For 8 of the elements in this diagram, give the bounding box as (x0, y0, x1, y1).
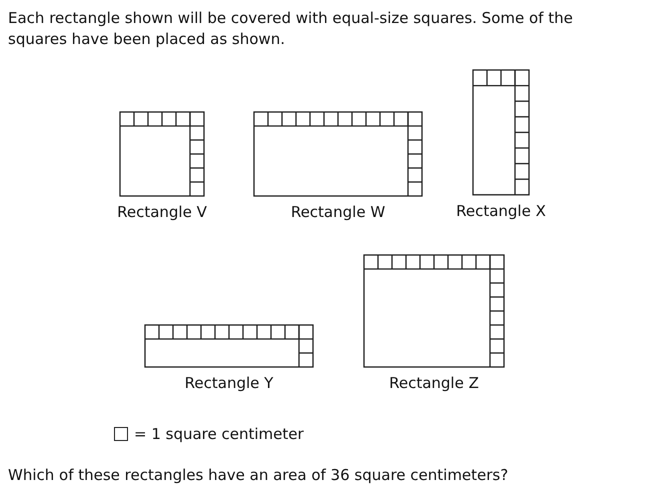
legend-text: = 1 square centimeter (134, 425, 304, 443)
rectangle-label: Rectangle Z (389, 374, 479, 392)
question-text: Which of these rectangles have an area of 36 square centimeters? (8, 466, 510, 484)
rectangle-label: Rectangle V (117, 203, 207, 221)
rectangle-label: Rectangle Y (184, 374, 274, 392)
rectangle-label: Rectangle X (456, 202, 546, 220)
instructions-text: Each rectangle shown will be covered with equal-size squares. Some of the squares have been placed as shown. (8, 8, 574, 50)
rectangle-label: Rectangle W (290, 203, 386, 221)
